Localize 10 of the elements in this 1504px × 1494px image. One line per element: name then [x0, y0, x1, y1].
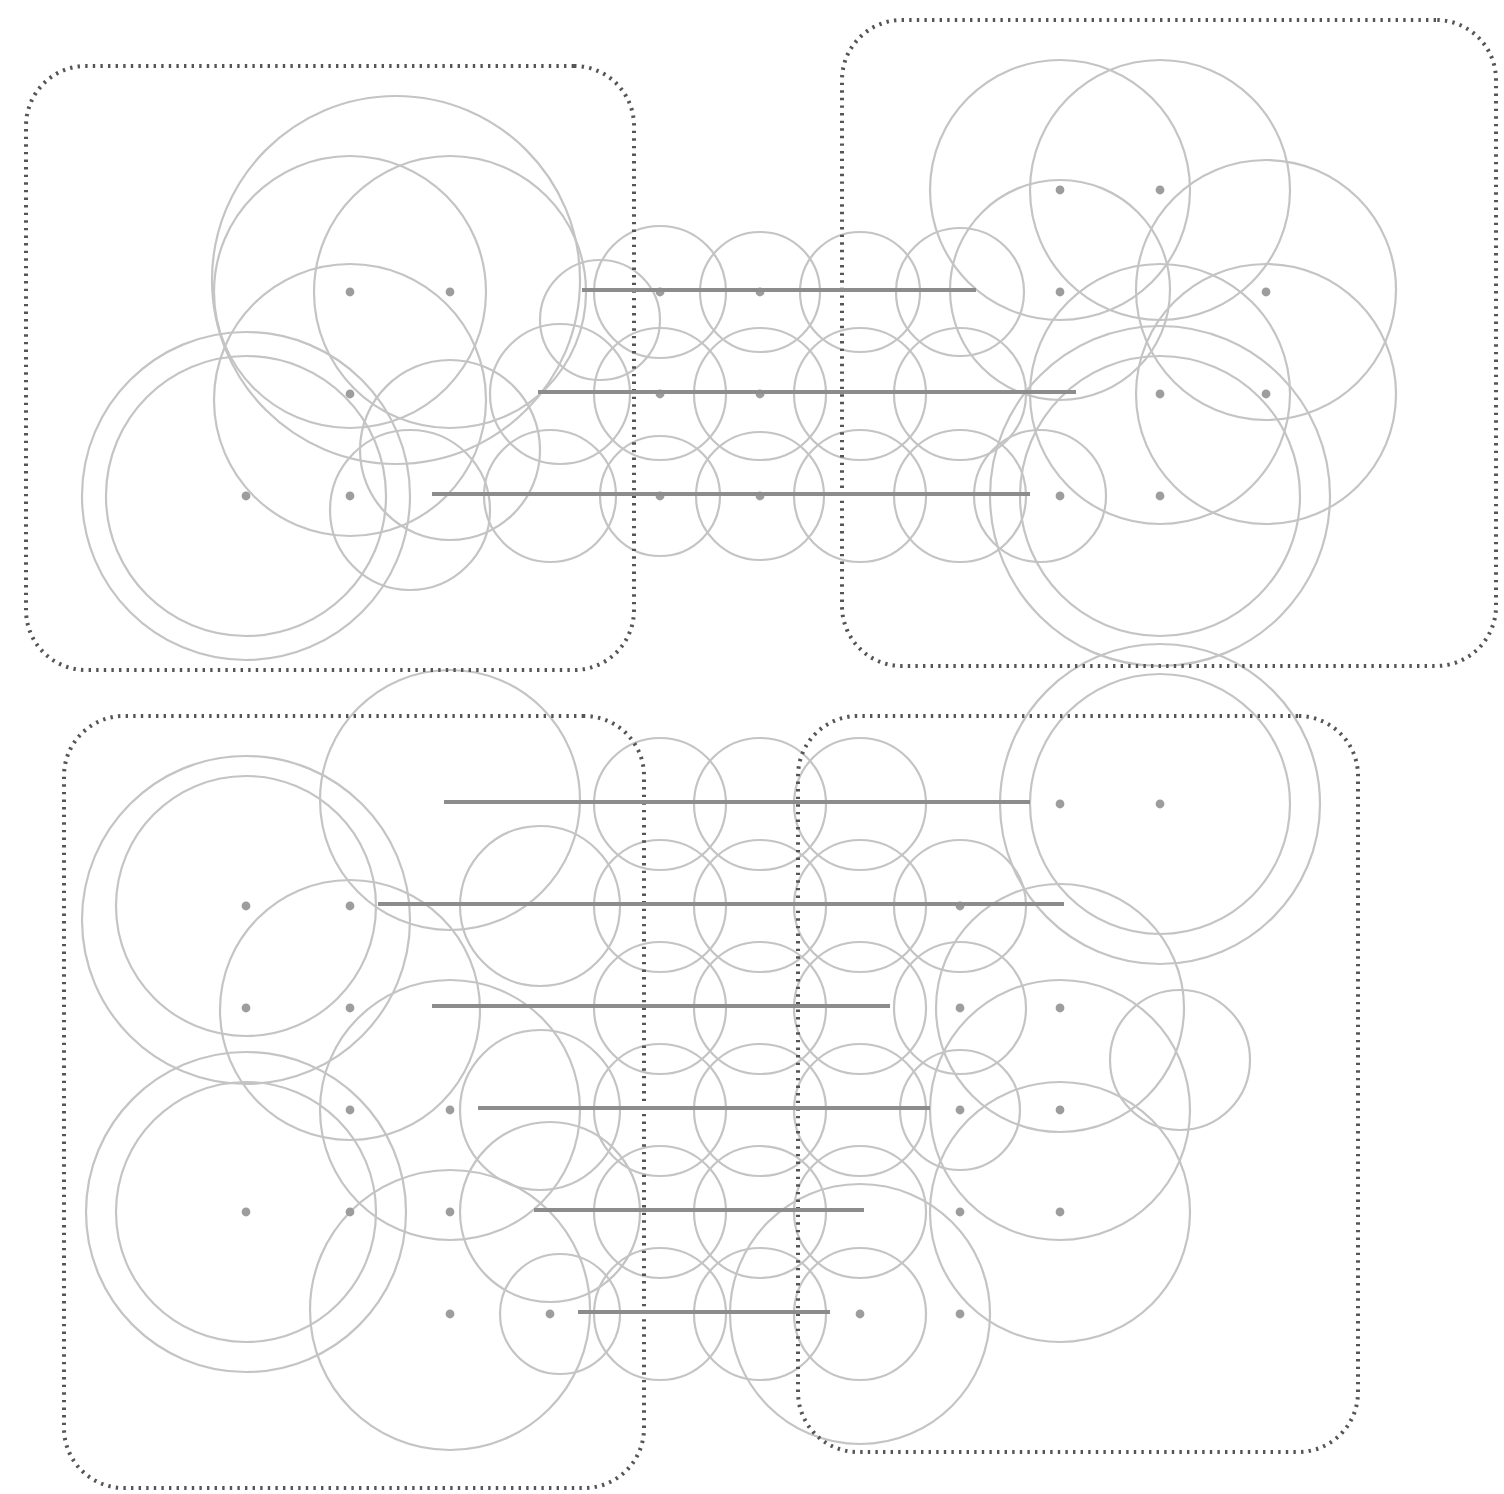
connector-line — [432, 1004, 890, 1008]
connector-line — [478, 1106, 930, 1110]
dotted-group-frame — [24, 64, 636, 672]
dotted-group-frame — [796, 714, 1360, 1454]
dotted-group-frame — [840, 18, 1498, 668]
connector-line — [378, 902, 1064, 906]
dotted-group-frame — [62, 714, 646, 1490]
connector-line — [444, 800, 1030, 804]
connector-line — [534, 1208, 864, 1212]
connector-line — [578, 1310, 830, 1314]
